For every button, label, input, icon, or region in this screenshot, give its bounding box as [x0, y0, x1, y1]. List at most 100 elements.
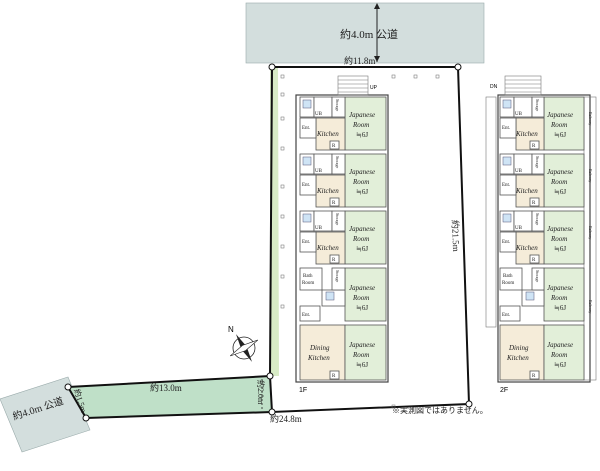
svg-text:≒6J: ≒6J: [554, 245, 566, 253]
svg-text:Room: Room: [550, 178, 567, 186]
svg-text:Storage: Storage: [335, 270, 340, 282]
svg-text:Japanese: Japanese: [547, 168, 573, 176]
dim-flag-label: 約13.0m: [150, 382, 182, 393]
svg-text:Balcony: Balcony: [588, 169, 593, 182]
boundary-marker: [82, 414, 90, 422]
svg-text:UB: UB: [315, 169, 323, 174]
arrow-head-down: [374, 56, 380, 62]
svg-text:Bath: Bath: [303, 274, 313, 279]
svg-text:Ent.: Ent.: [302, 183, 310, 188]
svg-text:Ent.: Ent.: [502, 183, 510, 188]
svg-text:Dining: Dining: [309, 344, 330, 352]
top-road: [245, 2, 485, 64]
svg-text:Japanese: Japanese: [547, 284, 573, 292]
svg-text:UB: UB: [515, 169, 523, 174]
svg-text:Japanese: Japanese: [349, 168, 375, 176]
boundary-marker: [465, 400, 473, 408]
svg-text:Storage: Storage: [535, 99, 540, 111]
svg-text:≒6J: ≒6J: [356, 131, 368, 139]
svg-text:R: R: [332, 201, 336, 206]
svg-text:Room: Room: [352, 178, 369, 186]
unit-1f-4: Japanese Room ≒6J Bath Room Storage Ent.: [299, 267, 387, 322]
svg-text:≒6J: ≒6J: [554, 361, 566, 369]
top-road-label: 約4.0m 公道: [340, 27, 398, 41]
svg-text:Japanese: Japanese: [547, 341, 573, 349]
svg-text:Storage: Storage: [535, 213, 540, 225]
svg-text:Japanese: Japanese: [547, 111, 573, 119]
floor-label-2f: 2F: [500, 387, 508, 394]
svg-text:Japanese: Japanese: [547, 225, 573, 233]
svg-text:Room: Room: [502, 281, 514, 286]
svg-text:Room: Room: [550, 351, 567, 359]
svg-text:Kitchen: Kitchen: [515, 130, 538, 138]
svg-text:Balcony: Balcony: [588, 226, 593, 239]
flag-edge-left: [67, 386, 87, 419]
arrow-head-up: [374, 3, 380, 9]
svg-text:Japanese: Japanese: [349, 225, 375, 233]
svg-text:Kitchen: Kitchen: [307, 354, 330, 362]
svg-text:Room: Room: [550, 235, 567, 243]
svg-text:R: R: [532, 258, 536, 263]
svg-text:Room: Room: [302, 281, 314, 286]
svg-text:Room: Room: [550, 294, 567, 302]
dim-right-label: 約21.5m: [450, 220, 462, 252]
boundary-marker: [266, 372, 274, 380]
svg-text:Dining: Dining: [508, 344, 529, 352]
floor-1f: UP Japanese Room ≒6J Kitchen Ent. UB Sto…: [295, 75, 389, 394]
boundary-marker: [268, 63, 276, 71]
svg-text:UB: UB: [515, 112, 523, 117]
svg-text:Storage: Storage: [335, 156, 340, 168]
svg-text:Room: Room: [550, 121, 567, 129]
compass-icon: N: [228, 325, 259, 362]
lot-boundary: [268, 66, 471, 414]
svg-text:Kitchen: Kitchen: [316, 244, 339, 252]
svg-text:R: R: [332, 144, 336, 149]
svg-text:R: R: [332, 374, 336, 379]
flag-edge-bottom: [85, 411, 273, 419]
unit-2f-1: Japanese Room ≒6J Kitchen Ent. UB Storag…: [499, 96, 585, 151]
svg-text:UB: UB: [515, 226, 523, 231]
svg-text:UB: UB: [315, 112, 323, 117]
stairs-2f: DN: [490, 75, 542, 96]
unit-1f-3: Japanese Room ≒6J Kitchen Ent. UB Storag…: [299, 210, 387, 265]
svg-text:R: R: [532, 374, 536, 379]
svg-text:Kitchen: Kitchen: [515, 187, 538, 195]
svg-text:Storage: Storage: [535, 270, 540, 282]
unit-1f-2: Japanese Room ≒6J Kitchen Ent. UB Storag…: [299, 153, 387, 208]
svg-text:≒6J: ≒6J: [554, 188, 566, 196]
svg-text:Balcony: Balcony: [588, 300, 593, 313]
stairs-1f: UP: [337, 75, 378, 96]
svg-text:Kitchen: Kitchen: [515, 244, 538, 252]
svg-text:Room: Room: [352, 351, 369, 359]
dim-top-label: 約11.8m: [344, 55, 375, 66]
svg-text:Room: Room: [352, 235, 369, 243]
svg-text:Storage: Storage: [535, 156, 540, 168]
svg-text:Ent.: Ent.: [502, 126, 510, 131]
corridor-strip: [485, 96, 497, 328]
svg-text:≒6J: ≒6J: [554, 131, 566, 139]
svg-text:Ent.: Ent.: [302, 240, 310, 245]
svg-text:Japanese: Japanese: [349, 111, 375, 119]
svg-text:Ent.: Ent.: [502, 240, 510, 245]
svg-text:≒6J: ≒6J: [356, 188, 368, 196]
boundary-marker: [64, 383, 72, 391]
unit-1f-5: Dining Kitchen Japanese Room ≒6J R: [299, 324, 387, 381]
svg-text:≒6J: ≒6J: [356, 304, 368, 312]
svg-text:Room: Room: [352, 294, 369, 302]
unit-2f-2: Japanese Room ≒6J Kitchen Ent. UB Storag…: [499, 153, 585, 208]
svg-text:Ent.: Ent.: [302, 313, 310, 318]
unit-2f-3: Japanese Room ≒6J Kitchen Ent. UB Storag…: [499, 210, 585, 265]
svg-text:Storage: Storage: [335, 213, 340, 225]
svg-text:Bath: Bath: [503, 274, 513, 279]
svg-text:≒6J: ≒6J: [356, 361, 368, 369]
svg-text:Japanese: Japanese: [349, 341, 375, 349]
svg-text:Kitchen: Kitchen: [316, 187, 339, 195]
boundary-marker: [268, 408, 276, 416]
svg-text:≒6J: ≒6J: [554, 304, 566, 312]
svg-text:Ent.: Ent.: [502, 313, 510, 318]
svg-text:Kitchen: Kitchen: [506, 354, 529, 362]
floor-2f: Balcony Balcony Balcony Balcony DN Japan…: [485, 75, 597, 394]
unit-2f-4: Japanese Room ≒6J Bath Room Storage Ent.: [499, 267, 585, 322]
fence-markers: [280, 74, 440, 409]
